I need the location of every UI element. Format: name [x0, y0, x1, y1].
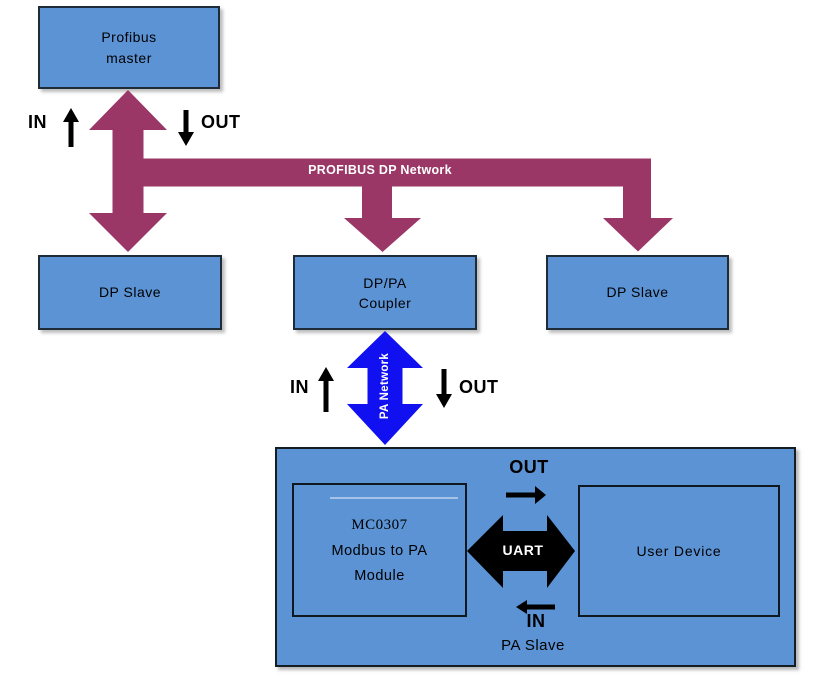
pa-out-label: OUT [459, 377, 499, 397]
node-dp-pa-coupler: DP/PA Coupler [293, 255, 477, 330]
node-pa-slave-container: MC0307 Modbus to PA Module User Device [275, 447, 796, 667]
node-user-device: User Device [578, 485, 780, 617]
top-in-label: IN [28, 112, 47, 132]
uart-out-label: OUT [509, 457, 549, 477]
top-out-down-arrow-icon [178, 110, 194, 146]
top-out-label: OUT [201, 112, 241, 132]
node-dp-slave-right: DP Slave [546, 255, 729, 330]
module-desc-label: Modbus to PA Module [331, 543, 428, 584]
node-modbus-to-pa-module: MC0307 Modbus to PA Module [292, 483, 467, 617]
dp-network-down-arrow-middle-icon [344, 186, 421, 252]
uart-in-label: IN [526, 611, 546, 631]
pa-network-label: PA Network [379, 352, 391, 420]
pa-in-up-arrow-icon [318, 367, 334, 412]
node-user-device-label: User Device [636, 543, 722, 559]
dp-network-vertical-double-arrow-icon [89, 90, 167, 252]
pa-in-label: IN [290, 377, 309, 397]
node-dp-slave-left-label: DP Slave [98, 284, 162, 300]
profibus-dp-network-label: PROFIBUS DP Network [308, 163, 452, 177]
node-dp-pa-coupler-label: DP/PA Coupler [358, 274, 412, 311]
node-dp-slave-left: DP Slave [38, 255, 222, 330]
highlight-line [330, 497, 458, 499]
node-profibus-master-label: Profibus master [101, 28, 157, 66]
module-model-label: MC0307 [351, 517, 408, 533]
top-in-up-arrow-icon [63, 108, 79, 147]
pa-slave-caption: PA Slave [501, 637, 565, 654]
pa-out-down-arrow-icon [436, 369, 452, 408]
uart-label: UART [502, 542, 544, 558]
node-profibus-master: Profibus master [38, 6, 220, 89]
node-dp-slave-right-label: DP Slave [606, 284, 669, 300]
